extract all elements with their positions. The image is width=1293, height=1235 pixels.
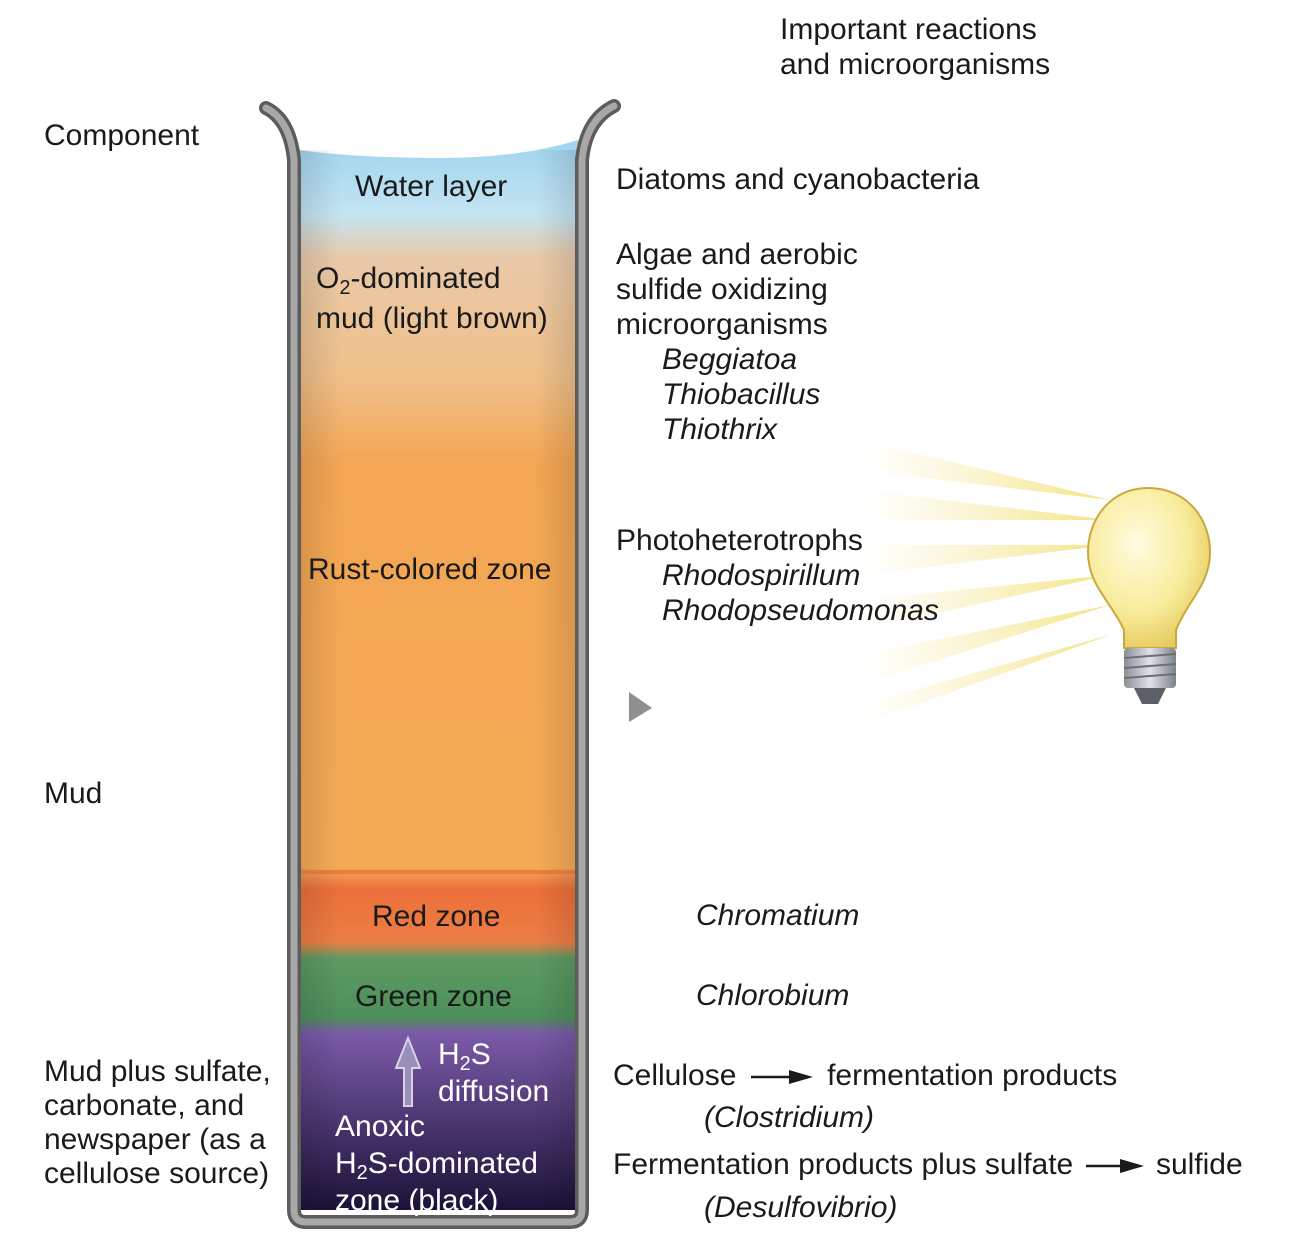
algae-label: Algae and aerobic sulfide oxidizing micr… (616, 237, 858, 447)
mud-plus-line: carbonate, and (44, 1089, 245, 1122)
algae-line: sulfide oxidizing (616, 273, 828, 306)
genus-thiobacillus: Thiobacillus (662, 378, 821, 411)
component-header: Component (44, 119, 200, 152)
reactions-header-line: and microorganisms (780, 48, 1051, 81)
anoxic-line1: Anoxic (335, 1110, 426, 1143)
anoxic-s-dominated: S-dominated (367, 1147, 538, 1180)
photoheterotrophs-label: Photoheterotrophs Rhodospirillum Rhodops… (616, 523, 939, 628)
mud-component-label: Mud (44, 777, 103, 810)
anoxic-zone-label: Anoxic H2S-dominated zone (black) (335, 1108, 538, 1219)
o2-text: O (316, 262, 340, 295)
fermentation-sulfate-text: Fermentation products plus sulfate (613, 1148, 1074, 1181)
o2-dominated-text: -dominated (350, 262, 501, 295)
h2s-s: S (470, 1038, 491, 1071)
chlorobium-label: Chlorobium (696, 979, 850, 1012)
o2-mud-label: O2-dominated mud (light brown) (316, 259, 548, 339)
reactions-header: Important reactions and microorganisms (780, 12, 1050, 82)
anoxic-h: H (335, 1147, 357, 1180)
reaction-arrow-icon (750, 1070, 813, 1085)
diatoms-label: Diatoms and cyanobacteria (616, 163, 980, 196)
sulfate-reduction-reaction: Fermentation products plus sulfate sulfi… (613, 1147, 1243, 1182)
genus-rhodopseudomonas: Rhodopseudomonas (662, 594, 939, 627)
genus-beggiatoa: Beggiatoa (662, 343, 798, 376)
cellulose-text: Cellulose (613, 1059, 737, 1092)
desulfovibrio-label: (Desulfovibrio) (704, 1191, 898, 1224)
water-layer-label: Water layer (355, 170, 508, 203)
red-zone-label: Red zone (372, 900, 501, 933)
genus-rhodospirillum: Rhodospirillum (662, 559, 861, 592)
mud-plus-line: Mud plus sulfate, (44, 1055, 271, 1088)
rust-zone-label: Rust-colored zone (308, 553, 552, 586)
pointer-cursor-icon (629, 692, 652, 722)
chromatium-label: Chromatium (696, 899, 860, 932)
green-zone-label: Green zone (355, 980, 512, 1013)
sulfide-text: sulfide (1155, 1148, 1243, 1181)
genus-thiothrix: Thiothrix (662, 413, 778, 446)
anoxic-line3: zone (black) (335, 1184, 499, 1217)
h2s-diffusion-label: H2S diffusion (438, 1036, 549, 1110)
fermentation-products-text: fermentation products (827, 1059, 1118, 1092)
photoheterotrophs-text: Photoheterotrophs (616, 524, 863, 557)
mud-plus-component-label: Mud plus sulfate, carbonate, and newspap… (44, 1055, 271, 1191)
up-arrow-icon (394, 1035, 422, 1107)
mud-plus-line: newspaper (as a (44, 1123, 266, 1156)
algae-line: microorganisms (616, 308, 828, 341)
mud-plus-line: cellulose source) (44, 1157, 270, 1190)
diffusion-text: diffusion (438, 1075, 550, 1108)
algae-line: Algae and aerobic (616, 238, 858, 271)
o2-mud-line2: mud (light brown) (316, 302, 548, 335)
h2s-subscript: 2 (459, 1053, 471, 1075)
reactions-header-line: Important reactions (780, 13, 1037, 46)
h2s-h: H (438, 1038, 460, 1071)
o2-subscript: 2 (339, 277, 351, 299)
anoxic-subscript: 2 (356, 1162, 368, 1184)
reaction-arrow-icon (1085, 1159, 1144, 1174)
clostridium-label: (Clostridium) (704, 1101, 875, 1134)
cellulose-reaction: Cellulose fermentation products (613, 1058, 1117, 1093)
